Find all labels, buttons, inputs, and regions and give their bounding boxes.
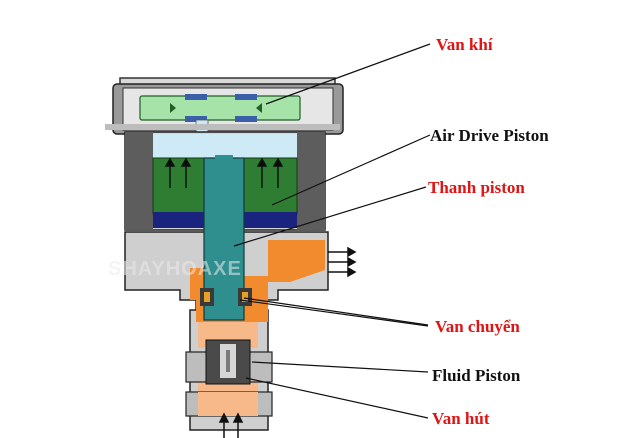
fluid-piston-assembly bbox=[185, 339, 273, 385]
outlet-arrows bbox=[328, 246, 357, 278]
watermark: SHAYHOAXE bbox=[108, 258, 242, 280]
inlet-arrows bbox=[218, 412, 244, 438]
label-van-chuyen: Van chuyển bbox=[435, 317, 520, 336]
label-van-khi: Van khí bbox=[436, 35, 493, 54]
label-van-hut: Van hút bbox=[432, 409, 490, 428]
leader-lines bbox=[233, 43, 431, 419]
label-air-drive-piston: Air Drive Piston bbox=[430, 126, 549, 145]
air-valve-spool bbox=[139, 95, 301, 121]
label-thanh-piston: Thanh piston bbox=[428, 178, 525, 197]
air-valve-assembly bbox=[105, 77, 344, 135]
label-fluid-piston: Fluid Piston bbox=[432, 366, 521, 385]
